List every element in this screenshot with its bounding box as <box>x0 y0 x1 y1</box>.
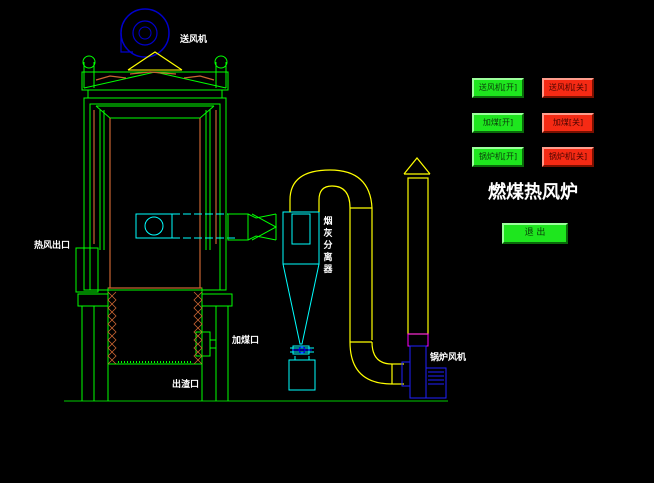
chimney <box>403 157 431 335</box>
coal-on-button[interactable]: 加煤[开] <box>472 113 524 133</box>
coal-off-button[interactable]: 加煤[关] <box>542 113 594 133</box>
slag-outlet-label: 出渣口 <box>172 380 200 390</box>
flue-duct <box>289 169 404 385</box>
boiler-fan-label: 锅炉风机 <box>430 353 467 363</box>
heat-exchanger <box>135 213 238 239</box>
blower-on-button[interactable]: 送风机[开] <box>472 78 524 98</box>
blower-fan-icon <box>120 8 170 58</box>
blower-label: 送风机 <box>180 35 208 45</box>
furnace-body <box>75 55 233 401</box>
boiler-fan-icon <box>401 345 447 399</box>
coal-inlet-label: 加煤口 <box>232 336 260 346</box>
hot-air-outlet-label: 热风出口 <box>34 241 71 251</box>
exit-button[interactable]: 退 出 <box>502 223 568 244</box>
boiler-on-button[interactable]: 锅炉机[开] <box>472 147 524 167</box>
page-title: 燃煤热风炉 <box>488 182 578 203</box>
separator-valve <box>292 346 312 354</box>
lattice-support <box>107 291 203 365</box>
blower-off-button[interactable]: 送风机[关] <box>542 78 594 98</box>
chimney-damper <box>407 333 429 347</box>
brick-lining <box>93 71 217 289</box>
boiler-off-button[interactable]: 锅炉机[关] <box>542 147 594 167</box>
cyclone-separator <box>282 211 320 391</box>
separator-label: 烟灰分离器 <box>323 217 333 275</box>
outlet-duct <box>227 213 278 241</box>
blower-support <box>127 51 183 71</box>
